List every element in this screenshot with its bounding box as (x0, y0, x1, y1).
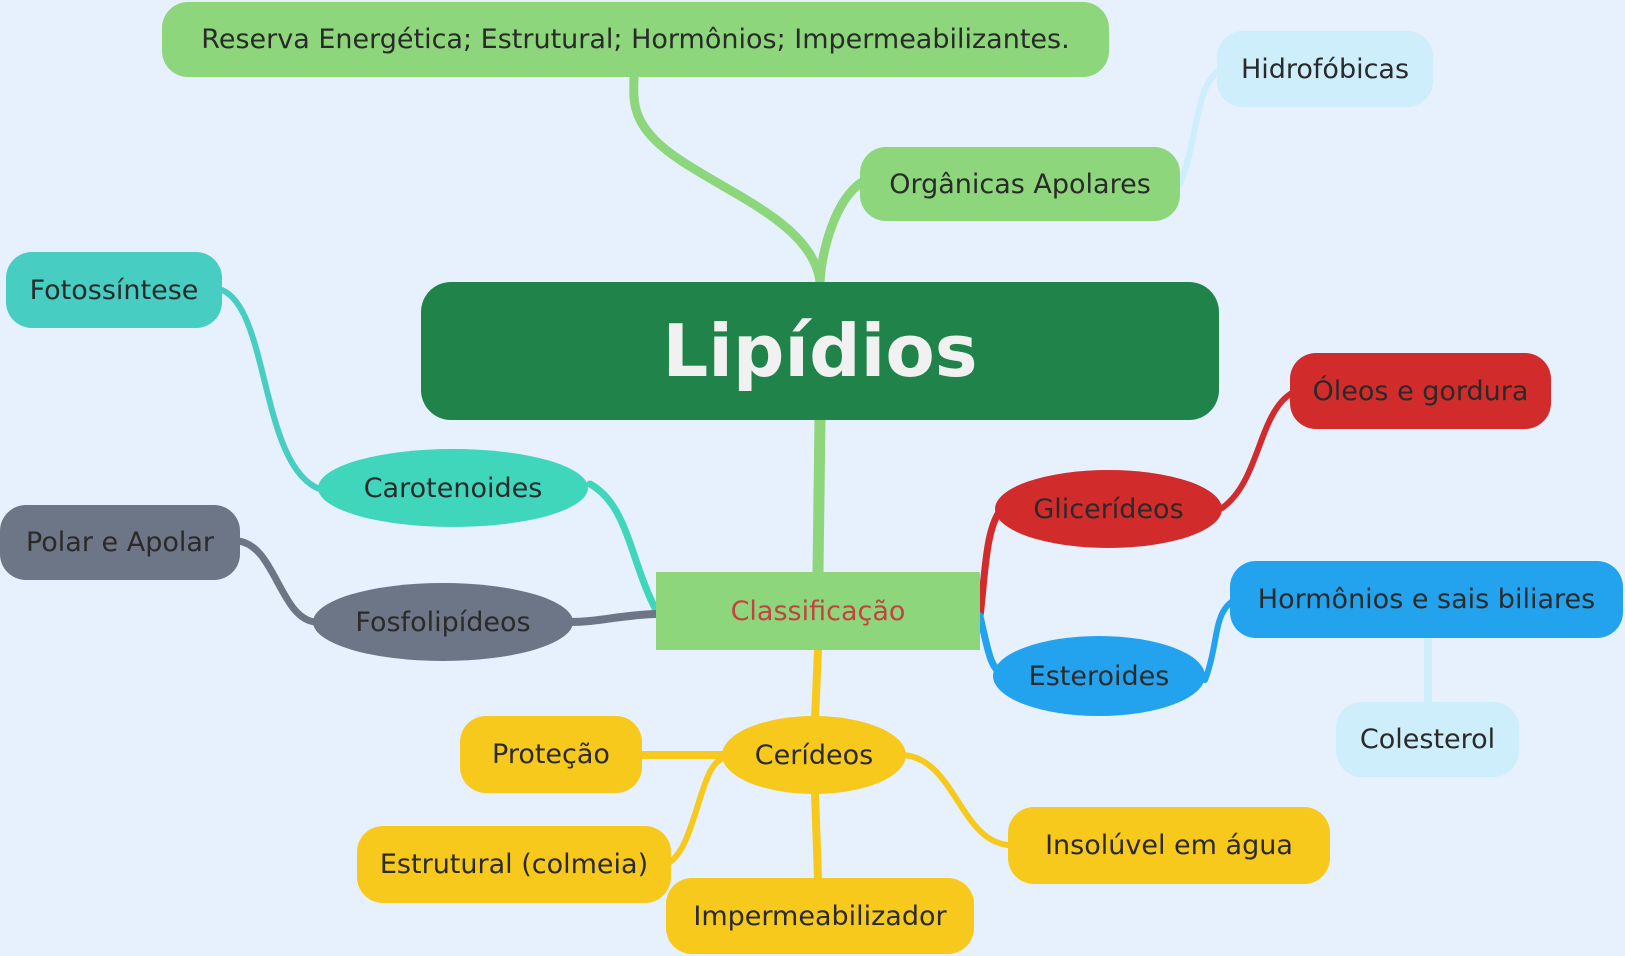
node-water-insoluble[interactable]: Insolúvel em água (1008, 807, 1330, 884)
link-root-organic (815, 177, 867, 287)
node-waterproofer[interactable]: Impermeabilizador (666, 878, 974, 954)
link-carotenoids-photosynthesis (219, 287, 325, 493)
link-glycerides-oils (1219, 387, 1301, 511)
link-classification-cerides (811, 646, 822, 722)
node-hormones-bile-label: Hormônios e sais biliares (1257, 584, 1596, 615)
node-oils-fats[interactable]: Óleos e gordura (1290, 353, 1551, 429)
node-polar-apolar-label: Polar e Apolar (25, 527, 215, 558)
node-functions[interactable]: Reserva Energética; Estrutural; Hormônio… (162, 2, 1109, 77)
node-water-insoluble-label: Insolúvel em água (1045, 830, 1293, 861)
link-cerides-waterproofer (811, 788, 822, 884)
node-organic-apolar[interactable]: Orgânicas Apolares (860, 147, 1180, 221)
link-classification-phospholipids (566, 610, 660, 626)
link-cerides-structural (667, 757, 723, 865)
node-steroids-label: Esteroides (1028, 660, 1170, 692)
link-root-classification (812, 412, 826, 578)
node-cholesterol[interactable]: Colesterol (1336, 702, 1519, 777)
node-polar-apolar[interactable]: Polar e Apolar (0, 505, 240, 580)
node-phospholipids-label: Fosfolipídeos (355, 606, 531, 638)
node-organic-apolar-label: Orgânicas Apolares (889, 168, 1151, 200)
node-structural-honeycomb-label: Estrutural (colmeia) (379, 849, 649, 880)
link-root-functions (629, 70, 825, 287)
node-carotenoids-label: Carotenoides (363, 472, 543, 504)
node-protection-label: Proteção (492, 739, 610, 770)
node-cerides[interactable]: Cerídeos (722, 716, 906, 794)
node-hydrophobic-label: Hidrofóbicas (1240, 53, 1410, 85)
node-waterproofer-label: Impermeabilizador (693, 900, 947, 932)
node-root-label: Lipídios (662, 309, 978, 393)
node-functions-label: Reserva Energética; Estrutural; Hormônio… (201, 24, 1070, 55)
node-hormones-bile[interactable]: Hormônios e sais biliares (1230, 561, 1623, 638)
node-photosynthesis[interactable]: Fotossíntese (6, 252, 222, 328)
node-glycerides[interactable]: Glicerídeos (995, 470, 1222, 548)
node-hydrophobic[interactable]: Hidrofóbicas (1217, 31, 1433, 107)
link-phospholipids-polar (234, 537, 319, 626)
node-root[interactable]: Lipídios (421, 282, 1219, 420)
node-carotenoids[interactable]: Carotenoides (318, 449, 588, 527)
link-cerides-insoluble (901, 752, 1011, 848)
node-steroids[interactable]: Esteroides (993, 636, 1205, 716)
node-oils-fats-label: Óleos e gordura (1312, 375, 1529, 407)
node-glycerides-label: Glicerídeos (1033, 493, 1184, 525)
node-phospholipids[interactable]: Fosfolipídeos (313, 583, 573, 661)
node-cerides-label: Cerídeos (754, 739, 874, 771)
link-organic-hydrophobic (1177, 67, 1223, 187)
node-structural-honeycomb[interactable]: Estrutural (colmeia) (357, 826, 671, 903)
node-classification[interactable]: Classificação (656, 572, 980, 650)
node-photosynthesis-label: Fotossíntese (29, 274, 199, 306)
node-cholesterol-label: Colesterol (1359, 724, 1496, 755)
node-protection[interactable]: Proteção (460, 716, 642, 793)
link-classification-carotenoids (586, 480, 660, 614)
node-classification-label: Classificação (730, 595, 906, 627)
